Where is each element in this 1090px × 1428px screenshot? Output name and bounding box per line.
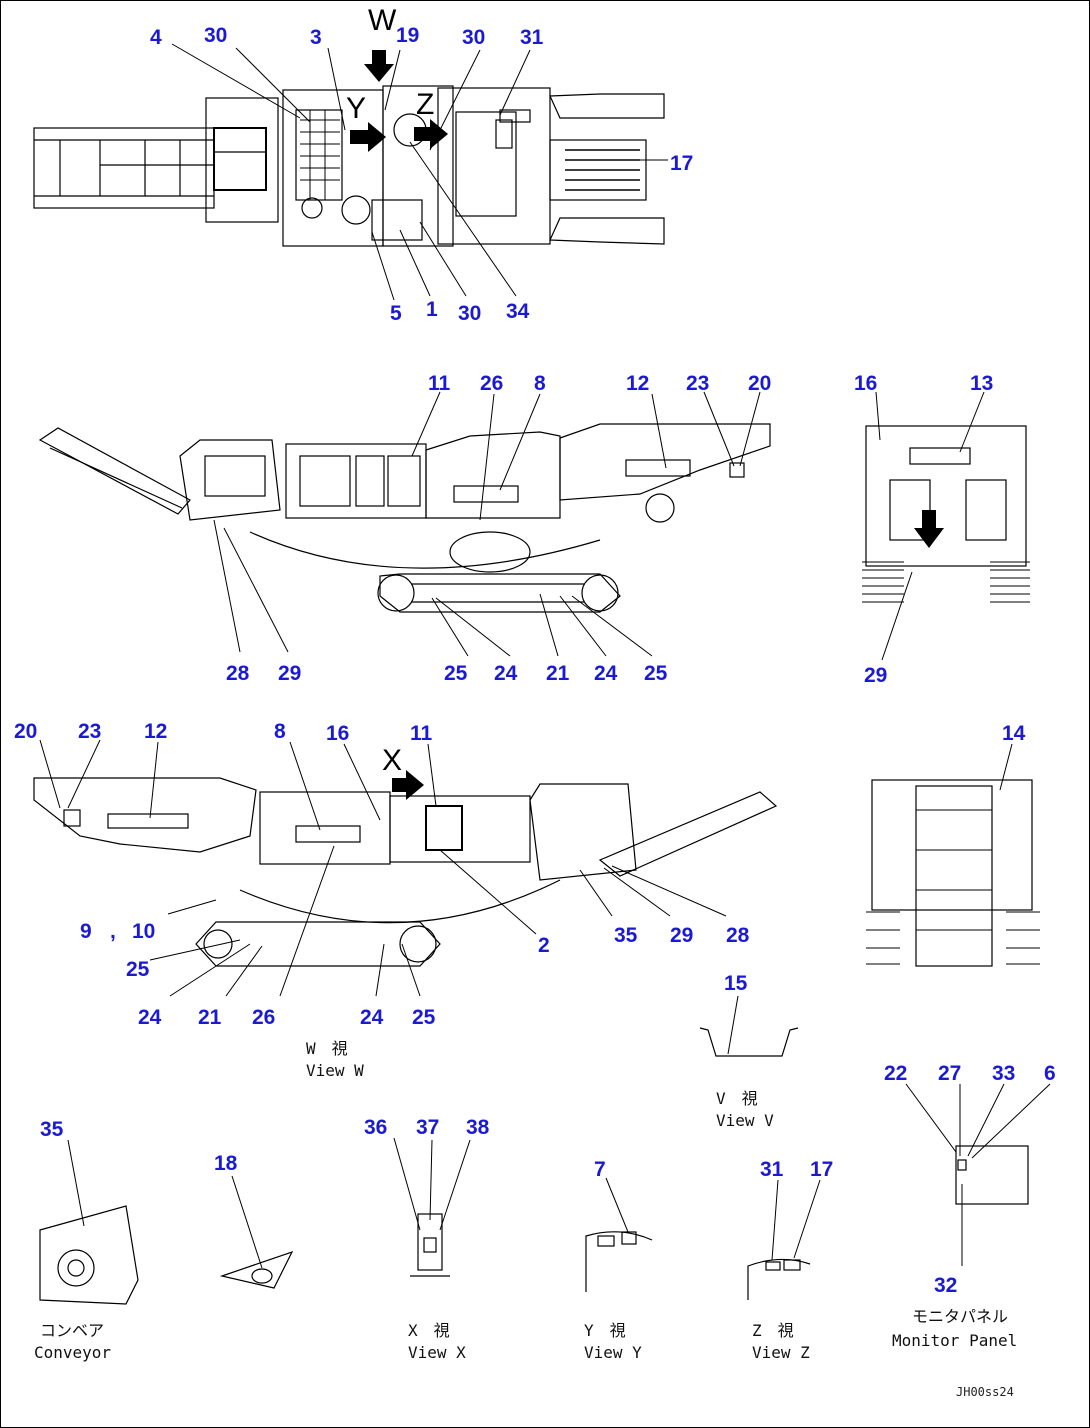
callout-25: 25 bbox=[444, 662, 468, 685]
callout-32: 32 bbox=[934, 1274, 957, 1297]
callout-24: 24 bbox=[594, 662, 618, 685]
callout-21: 21 bbox=[546, 662, 570, 685]
view-w-arrow bbox=[364, 50, 394, 82]
callout-4: 4 bbox=[150, 26, 162, 49]
callout-27: 27 bbox=[938, 1062, 961, 1085]
callout-6: 6 bbox=[1044, 1062, 1056, 1085]
callout-8: 8 bbox=[274, 720, 286, 743]
callout-21: 21 bbox=[198, 1006, 222, 1029]
callout-35: 35 bbox=[40, 1118, 64, 1141]
caption-view-y-en: View Y bbox=[584, 1343, 642, 1362]
callout-37: 37 bbox=[416, 1116, 439, 1139]
view-z-letter: Z bbox=[416, 88, 434, 121]
callout-30: 30 bbox=[204, 24, 227, 47]
caption-conveyor-jp: コンベア bbox=[40, 1321, 104, 1340]
callout-separator: , bbox=[110, 920, 116, 943]
caption-view-v-jp: V 視 bbox=[716, 1089, 758, 1108]
top-plan-view bbox=[33, 43, 668, 301]
callout-33: 33 bbox=[992, 1062, 1015, 1085]
caption-monitor-jp: モニタパネル bbox=[912, 1307, 1008, 1326]
callout-11: 11 bbox=[410, 722, 433, 745]
callout-7: 7 bbox=[594, 1158, 606, 1181]
callout-31: 31 bbox=[760, 1158, 784, 1181]
callout-26: 26 bbox=[480, 372, 503, 395]
front-view bbox=[866, 743, 1040, 967]
drawing-code: JH00ss24 bbox=[956, 1385, 1014, 1399]
side-view-right bbox=[33, 739, 778, 997]
callout-10: 10 bbox=[132, 920, 155, 943]
callout-labels: 4 30 3 19 30 31 17 5 1 30 34 11 26 8 12 … bbox=[14, 24, 1056, 1297]
caption-view-y-jp: Y 視 bbox=[584, 1321, 626, 1340]
callout-9: 9 bbox=[80, 920, 92, 943]
callout-11: 11 bbox=[428, 372, 451, 395]
callout-29: 29 bbox=[670, 924, 693, 947]
callout-17: 17 bbox=[670, 152, 693, 175]
callout-12: 12 bbox=[144, 720, 167, 743]
callout-22: 22 bbox=[884, 1062, 907, 1085]
callout-30: 30 bbox=[458, 302, 481, 325]
caption-view-w-en: View W bbox=[306, 1061, 364, 1080]
view-y-letter: Y bbox=[346, 92, 366, 125]
callout-24: 24 bbox=[360, 1006, 384, 1029]
callout-17: 17 bbox=[810, 1158, 833, 1181]
callout-15: 15 bbox=[724, 972, 748, 995]
callout-31: 31 bbox=[520, 26, 544, 49]
view-z-detail bbox=[747, 1179, 821, 1300]
caption-view-x-en: View X bbox=[408, 1343, 466, 1362]
callout-30: 30 bbox=[462, 26, 485, 49]
side-view-left bbox=[38, 391, 771, 657]
caption-conveyor-en: Conveyor bbox=[34, 1343, 111, 1362]
callout-19: 19 bbox=[396, 24, 419, 47]
callout-24: 24 bbox=[138, 1006, 162, 1029]
caption-view-w-jp: W 視 bbox=[306, 1039, 348, 1058]
callout-28: 28 bbox=[226, 662, 250, 685]
callout-3: 3 bbox=[310, 26, 322, 49]
caption-view-z-en: View Z bbox=[752, 1343, 810, 1362]
view-captions: W 視 View W V 視 View V コンベア Conveyor X 視 … bbox=[34, 1039, 1017, 1399]
callout-13: 13 bbox=[970, 372, 993, 395]
callout-14: 14 bbox=[1002, 722, 1026, 745]
caption-view-z-jp: Z 視 bbox=[752, 1321, 794, 1340]
view-y-detail bbox=[585, 1177, 653, 1292]
callout-12: 12 bbox=[626, 372, 649, 395]
callout-18: 18 bbox=[214, 1152, 238, 1175]
rear-view bbox=[862, 391, 1030, 661]
callout-16: 16 bbox=[326, 722, 349, 745]
view-x-arrow bbox=[392, 770, 424, 800]
view-w-letter: W bbox=[368, 4, 397, 37]
callout-24: 24 bbox=[494, 662, 518, 685]
callout-36: 36 bbox=[364, 1116, 387, 1139]
callout-28: 28 bbox=[726, 924, 750, 947]
caption-view-x-jp: X 視 bbox=[408, 1321, 450, 1340]
conveyor-detail bbox=[39, 1139, 139, 1305]
caption-monitor-en: Monitor Panel bbox=[892, 1331, 1017, 1350]
monitor-panel-detail bbox=[905, 1083, 1051, 1266]
callout-29: 29 bbox=[864, 664, 887, 687]
view-v-detail bbox=[699, 995, 799, 1057]
callout-38: 38 bbox=[466, 1116, 490, 1139]
callout-25: 25 bbox=[644, 662, 668, 685]
detail-18 bbox=[219, 1175, 294, 1289]
view-y-arrow bbox=[350, 122, 386, 152]
view-x-detail bbox=[393, 1137, 471, 1277]
callout-29: 29 bbox=[278, 662, 301, 685]
callout-20: 20 bbox=[14, 720, 37, 743]
callout-20: 20 bbox=[748, 372, 771, 395]
callout-16: 16 bbox=[854, 372, 877, 395]
callout-26: 26 bbox=[252, 1006, 275, 1029]
callout-5: 5 bbox=[390, 302, 402, 325]
callout-34: 34 bbox=[506, 300, 530, 323]
caption-view-v-en: View V bbox=[716, 1111, 774, 1130]
callout-8: 8 bbox=[534, 372, 546, 395]
callout-25: 25 bbox=[412, 1006, 436, 1029]
callout-1: 1 bbox=[426, 298, 438, 321]
callout-23: 23 bbox=[686, 372, 709, 395]
callout-23: 23 bbox=[78, 720, 101, 743]
callout-25: 25 bbox=[126, 958, 150, 981]
view-x-letter: X bbox=[382, 744, 402, 777]
callout-35: 35 bbox=[614, 924, 638, 947]
callout-2: 2 bbox=[538, 934, 550, 957]
